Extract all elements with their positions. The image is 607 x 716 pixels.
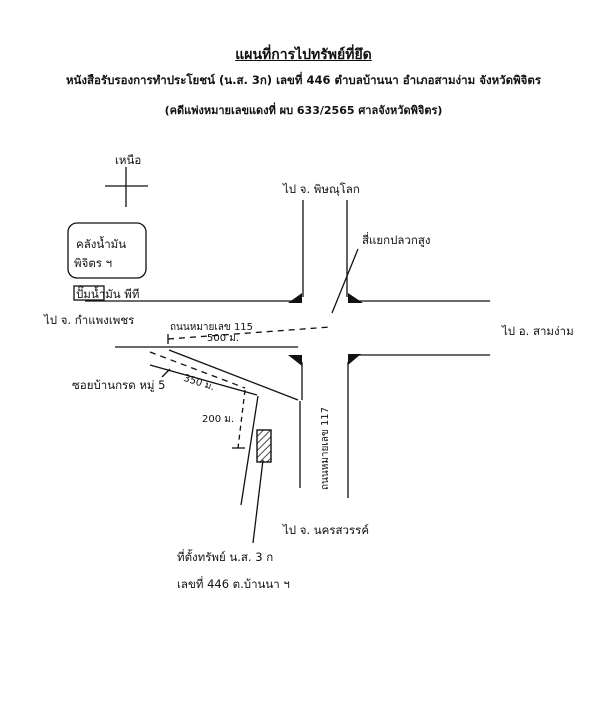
to-kamphaeng-phet-label: ไป จ. กำแพงเพชร [44,313,135,327]
corner-ne-mark [348,293,363,303]
dist-500-line [167,326,331,340]
property-parcel [256,429,272,463]
deed-subtitle: หนังสือรับรองการทำประโยชน์ (น.ส. 3ก) เลข… [65,73,542,87]
highway-115-label: ถนนหมายเลข 115 [170,322,254,333]
oil-pump-label: ปั๊มน้ำมัน พีที [76,287,140,301]
distance-200-label: 200 ม. [202,414,235,425]
north-label: เหนือ [115,153,142,167]
soi-leader [161,368,171,378]
oil-depot-box [67,222,147,279]
soi-road-top-edge [168,349,299,401]
intersection-label: สี่แยกปลวกสูง [362,233,431,247]
property-leader [252,459,264,544]
oil-depot-label-1: คลังน้ำมัน [76,237,127,251]
map-title: แผนที่การไปทรัพย์ที่ยึด [235,47,372,63]
to-phitsanulok-label: ไป จ. พิษณุโลก [283,182,360,196]
distance-500-label: 500 ม. [207,333,240,344]
soi-road-bottom-edge [149,364,258,396]
oil-pump-box [73,285,105,301]
corner-sw-mark [288,355,302,366]
property-label-2: เลขที่ 446 ต.บ้านนา ฯ [177,577,290,591]
to-nakhon-sawan-label: ไป จ. นครสวรรค์ [283,523,370,537]
intersection-leader [331,248,359,314]
soi-label: ซอยบ้านกรด หมู่ 5 [72,378,166,392]
lane-left-edge [240,395,259,506]
corner-nw-mark [288,293,302,303]
to-sam-ngam-label: ไป อ. สามง่าม [502,324,574,338]
highway-117-label: ถนนหมายเลข 117 [320,406,331,490]
oil-depot-label-2: พิจิตร ฯ [74,256,113,270]
dist-350-line [149,351,246,389]
property-label-1: ที่ตั้งทรัพย์ น.ส. 3 ก [177,550,274,564]
dist-200-line [237,389,246,449]
case-reference: (คดีแพ่งหมายเลขแดงที่ ผบ 633/2565 ศาลจัง… [164,104,443,117]
corner-se-mark [348,354,361,365]
